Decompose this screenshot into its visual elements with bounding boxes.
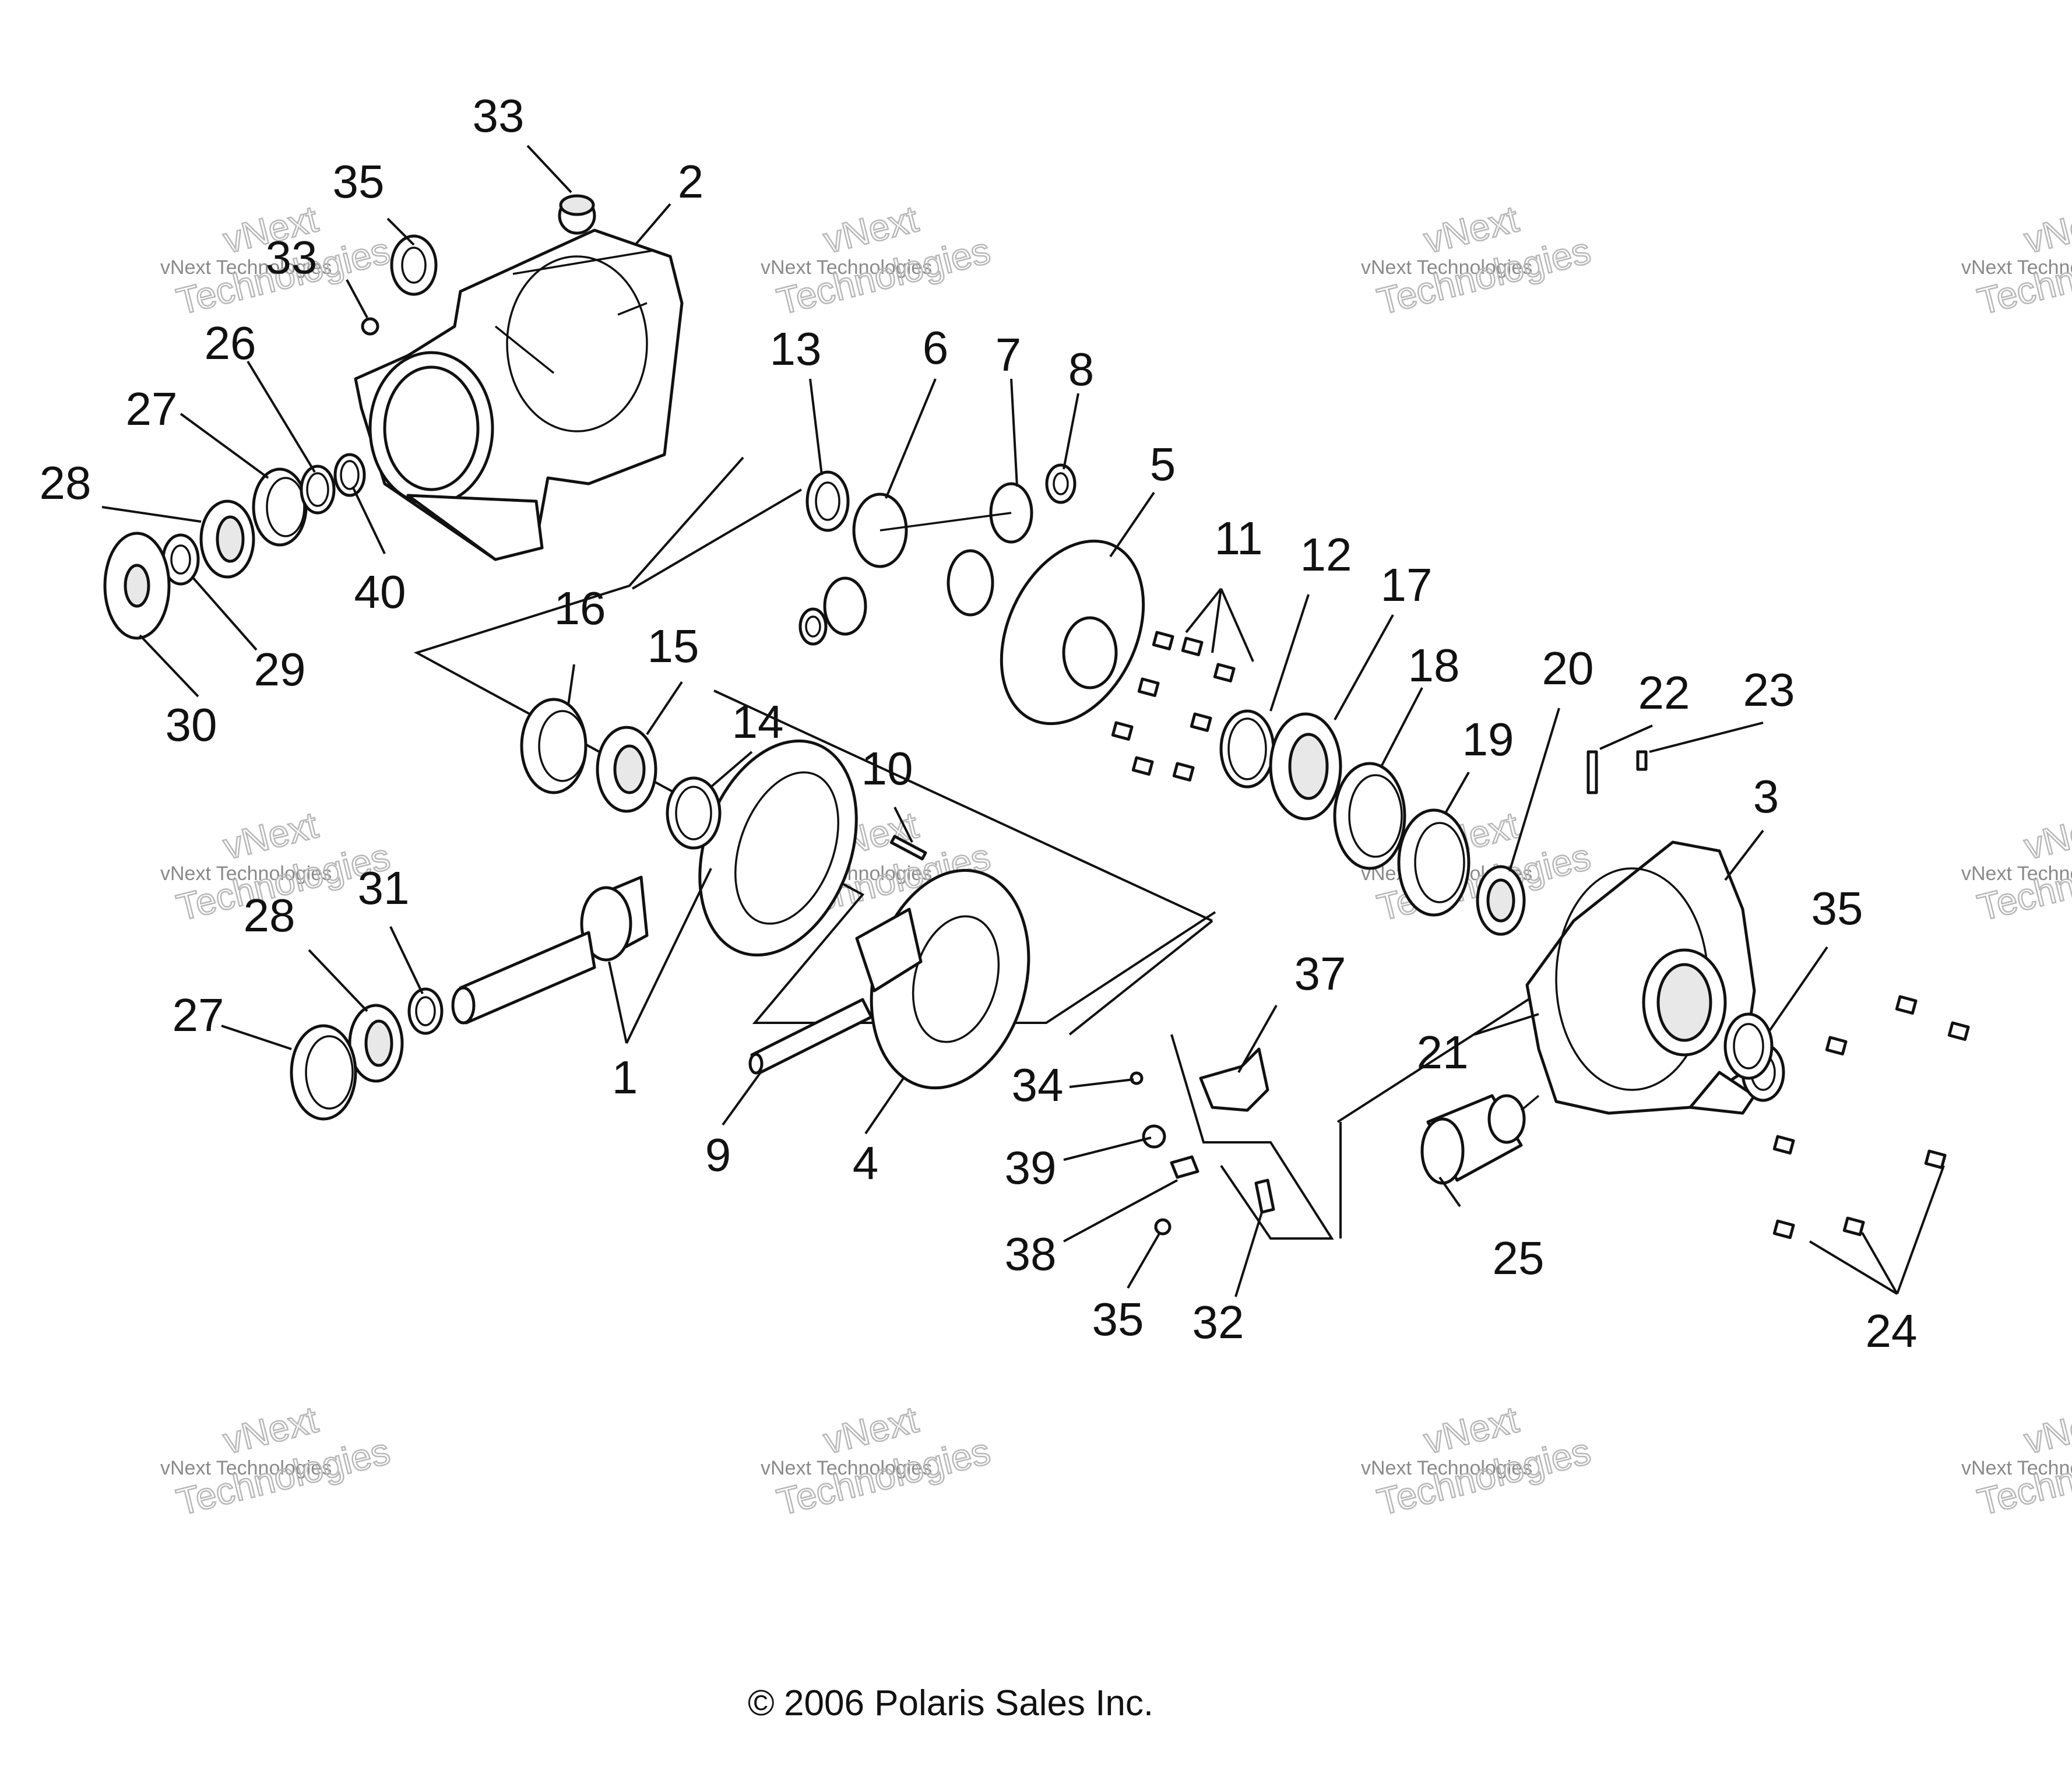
callout-37: 37 — [1294, 948, 1346, 1000]
callout-7: 7 — [995, 329, 1022, 381]
solenoid-part — [1420, 1094, 1540, 1185]
watermark-caption: vNext Technologies — [1961, 256, 2072, 279]
callout-2: 2 — [678, 156, 704, 207]
callout-11: 11 — [1214, 512, 1262, 564]
watermark-caption: vNext Technologies — [1961, 863, 2072, 885]
watermark-caption: vNext Technologies — [160, 1457, 332, 1479]
callout-39: 39 — [1005, 1142, 1057, 1194]
watermark-caption: vNext Technologies — [1961, 1457, 2072, 1479]
watermark-caption: vNext Technologies — [761, 1457, 932, 1479]
callout-17: 17 — [1381, 559, 1433, 611]
callout-4: 4 — [853, 1137, 879, 1189]
callout-18: 18 — [1408, 639, 1460, 691]
callout-32: 32 — [1192, 1296, 1244, 1348]
callout-9: 9 — [705, 1129, 731, 1181]
callout-26: 26 — [205, 317, 256, 369]
callout-12: 12 — [1300, 529, 1352, 580]
callout-33-lower: 35 — [1092, 1293, 1144, 1345]
callout-labels: 2 33 35 33 26 27 28 40 29 30 13 6 7 8 5 … — [40, 90, 1918, 1357]
copyright-symbol: © — [748, 1683, 775, 1723]
callout-36: 33 — [473, 90, 525, 142]
spider-gears-part — [823, 482, 1033, 636]
watermark-brand: vNext — [2020, 198, 2072, 261]
watermark-caption: vNext Technologies — [761, 256, 932, 279]
watermark-brand: vNext — [2020, 1398, 2072, 1462]
callout-6: 6 — [923, 322, 949, 374]
callout-19: 19 — [1462, 713, 1514, 765]
callout-14: 14 — [732, 696, 784, 748]
callout-34: 33 — [266, 231, 318, 283]
callout-13: 13 — [770, 323, 822, 375]
shift-fork-assembly — [1130, 1047, 1275, 1236]
callout-21: 21 — [1417, 1026, 1469, 1078]
differential-carrier-part — [855, 868, 1030, 1090]
callout-3: 3 — [1753, 770, 1779, 822]
ring-gear-part — [698, 739, 858, 957]
callout-27-lower: 27 — [173, 989, 224, 1041]
copyright-text: 2006 Polaris Sales Inc. — [784, 1683, 1153, 1723]
callout-5: 5 — [1150, 438, 1176, 490]
front-housing-part — [354, 194, 684, 561]
pinion-shaft-part — [451, 875, 649, 1025]
callout-8: 8 — [1068, 343, 1095, 395]
callout-30: 30 — [166, 699, 217, 751]
callout-40: 40 — [354, 566, 406, 618]
callout-33-upper: 34 — [1012, 1059, 1064, 1111]
callout-24: 24 — [1866, 1305, 1918, 1357]
watermark-brand: vNext — [2020, 804, 2072, 867]
callout-1: 1 — [612, 1051, 638, 1103]
callout-15: 15 — [648, 620, 699, 672]
callout-10: 10 — [861, 743, 913, 794]
copyright-notice: © 2006 Polaris Sales Inc. — [748, 1683, 1153, 1723]
watermark-caption: vNext Technologies — [160, 863, 332, 885]
callout-31: 31 — [358, 862, 410, 914]
callout-38: 38 — [1005, 1228, 1057, 1280]
callout-28-upper: 28 — [40, 457, 92, 509]
callout-35-upper: 35 — [333, 156, 385, 207]
callout-27-upper: 27 — [126, 383, 178, 435]
watermark-caption: vNext Technologies — [1361, 256, 1532, 279]
assembly-brackets — [413, 456, 1575, 1240]
leader-lines — [101, 145, 1945, 1297]
callout-22: 22 — [1638, 667, 1690, 719]
callout-25: 25 — [1493, 1232, 1545, 1284]
callout-29: 29 — [254, 643, 306, 695]
cross-pin-part — [748, 998, 873, 1075]
bolts-and-fasteners — [889, 631, 1970, 1239]
side-gear-flange-part — [1000, 539, 1145, 726]
callout-23: 23 — [1743, 664, 1795, 716]
washers-and-bearings — [103, 453, 1774, 1121]
callout-28-lower: 28 — [244, 889, 296, 941]
watermark-caption: vNext Technologies — [1361, 1457, 1532, 1479]
callout-35-lower: 35 — [1811, 882, 1863, 934]
watermark-caption: vNext Technologies — [160, 256, 332, 279]
callout-20: 20 — [1542, 642, 1594, 694]
callout-16: 16 — [554, 582, 606, 634]
